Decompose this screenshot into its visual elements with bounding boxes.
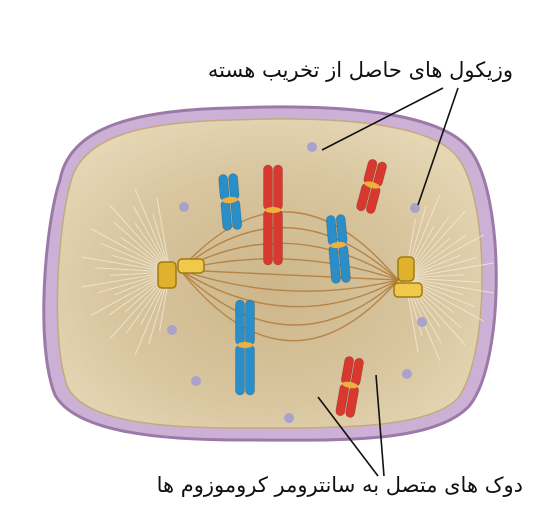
chromatid — [228, 173, 239, 200]
chromatid — [218, 174, 229, 201]
vesicle — [191, 376, 201, 386]
centromere — [237, 342, 253, 348]
vesicle — [167, 325, 177, 335]
vesicle — [307, 142, 317, 152]
chromatid — [236, 300, 245, 345]
chromatid — [274, 210, 283, 265]
chromatid — [246, 300, 255, 345]
chromatid — [264, 210, 273, 265]
vesicle — [417, 317, 427, 327]
chromatid — [274, 165, 283, 210]
centromere — [265, 207, 281, 213]
spindle-fibers-label: دوک های متصل به سانترومر کروموزوم ها — [157, 473, 523, 497]
chromatid — [236, 345, 245, 395]
vesicles-label: وزیکول های حاصل از تخریب هسته — [208, 58, 513, 82]
vesicle — [402, 369, 412, 379]
chromatid — [246, 345, 255, 395]
chromatid — [264, 165, 273, 210]
vesicle — [179, 202, 189, 212]
vesicle — [284, 413, 294, 423]
